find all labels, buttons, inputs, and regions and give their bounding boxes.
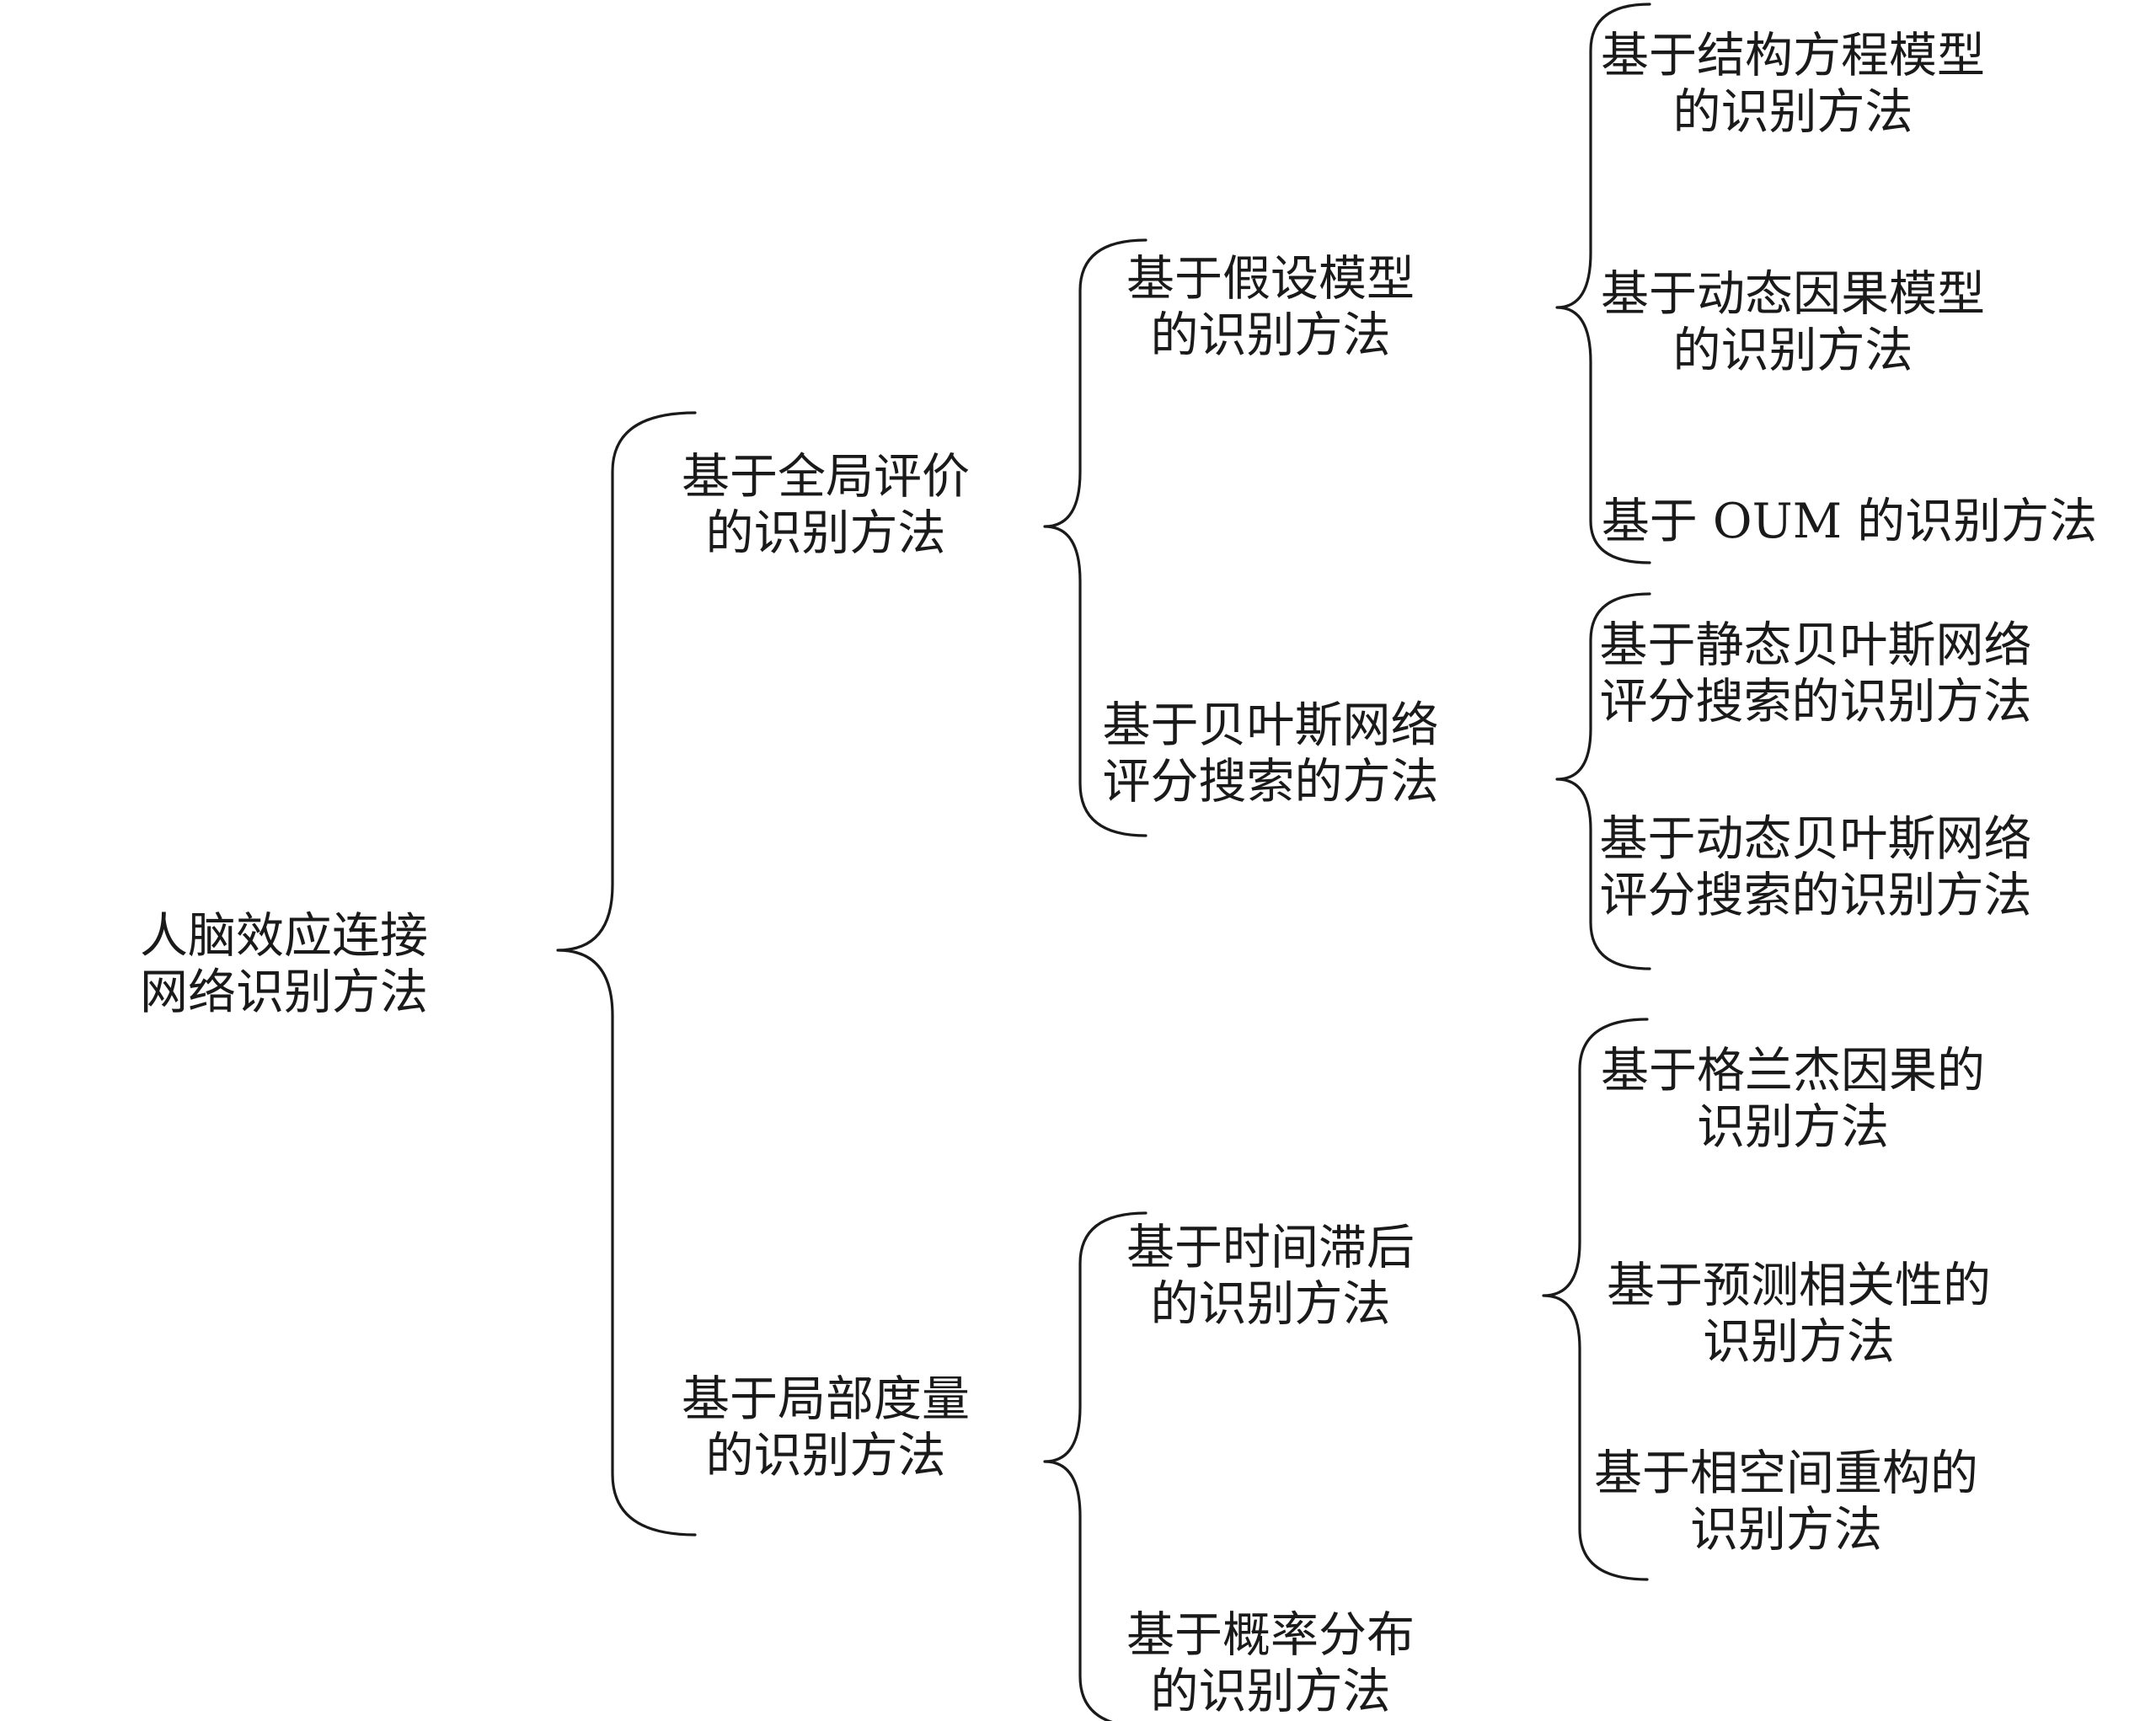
node-text-line: 基于动态贝叶斯网络 bbox=[1600, 811, 2032, 867]
node-bayesian-network-search: 基于贝叶斯网络 评分搜索的方法 bbox=[1103, 697, 1439, 810]
node-text-line: 识别方法 bbox=[1697, 1099, 1889, 1155]
node-text-line: 的识别方法 bbox=[1151, 307, 1391, 363]
brace-bayesian bbox=[1555, 592, 1651, 970]
node-text-line: 评分搜索的识别方法 bbox=[1600, 674, 2032, 730]
node-global-evaluation: 基于全局评价 的识别方法 bbox=[682, 449, 970, 561]
node-text-line: 基于动态因果模型 bbox=[1601, 266, 1985, 322]
node-local-measure: 基于局部度量 的识别方法 bbox=[682, 1371, 970, 1483]
node-root: 人脑效应连接 网络识别方法 bbox=[140, 908, 428, 1020]
node-prediction-correlation: 基于预测相关性的 识别方法 bbox=[1607, 1258, 1991, 1370]
node-text-line: 基于结构方程模型 bbox=[1601, 28, 1985, 83]
brace-global bbox=[1043, 238, 1148, 837]
brace-hypothesis bbox=[1555, 3, 1651, 564]
node-text-line: 基于相空间重构的 bbox=[1594, 1446, 1978, 1501]
node-text-line: 基于假设模型 bbox=[1126, 251, 1415, 307]
node-text-line: 基于时间滞后 bbox=[1126, 1220, 1415, 1275]
node-text-line: 基于局部度量 bbox=[682, 1371, 970, 1427]
node-text-line: 基于概率分布 bbox=[1126, 1607, 1415, 1663]
node-text-line: 基于静态贝叶斯网络 bbox=[1600, 617, 2032, 673]
node-text-line: 的识别方法 bbox=[1151, 1276, 1391, 1332]
node-text-line: 人脑效应连接 bbox=[140, 908, 428, 964]
brace-timelag bbox=[1542, 1018, 1649, 1581]
node-granger-causality: 基于格兰杰因果的 识别方法 bbox=[1601, 1043, 1985, 1155]
node-oum: 基于 OUM 的识别方法 bbox=[1602, 494, 2097, 549]
node-text-line: 评分搜索的方法 bbox=[1103, 754, 1439, 810]
node-text-line: 基于 OUM 的识别方法 bbox=[1602, 494, 2097, 549]
node-text-line: 网络识别方法 bbox=[140, 965, 428, 1020]
node-hypothesis-model: 基于假设模型 的识别方法 bbox=[1126, 251, 1415, 363]
node-text-line: 基于预测相关性的 bbox=[1607, 1258, 1991, 1313]
node-text-line: 的识别方法 bbox=[1151, 1664, 1391, 1719]
node-text-line: 识别方法 bbox=[1703, 1314, 1895, 1370]
node-dynamic-bayesian-network: 基于动态贝叶斯网络 评分搜索的识别方法 bbox=[1600, 811, 2032, 923]
node-text-line: 的识别方法 bbox=[1673, 84, 1913, 140]
node-text-line: 的识别方法 bbox=[706, 505, 946, 561]
node-text-line: 的识别方法 bbox=[706, 1428, 946, 1483]
brace-local bbox=[1043, 1211, 1148, 1721]
node-text-line: 基于贝叶斯网络 bbox=[1103, 697, 1439, 753]
node-text-line: 评分搜索的识别方法 bbox=[1600, 868, 2032, 923]
node-text-line: 识别方法 bbox=[1690, 1502, 1882, 1558]
node-phase-space-reconstruction: 基于相空间重构的 识别方法 bbox=[1594, 1446, 1978, 1558]
brace-root bbox=[556, 411, 697, 1537]
node-text-line: 的识别方法 bbox=[1673, 323, 1913, 378]
node-text-line: 基于全局评价 bbox=[682, 449, 970, 505]
node-static-bayesian-network: 基于静态贝叶斯网络 评分搜索的识别方法 bbox=[1600, 617, 2032, 730]
node-text-line: 基于格兰杰因果的 bbox=[1601, 1043, 1985, 1098]
node-structural-equation-model: 基于结构方程模型 的识别方法 bbox=[1601, 28, 1985, 140]
node-time-lag: 基于时间滞后 的识别方法 bbox=[1126, 1220, 1415, 1332]
node-probability-distribution: 基于概率分布 的识别方法 bbox=[1126, 1607, 1415, 1719]
node-dynamic-causal-model: 基于动态因果模型 的识别方法 bbox=[1601, 266, 1985, 378]
